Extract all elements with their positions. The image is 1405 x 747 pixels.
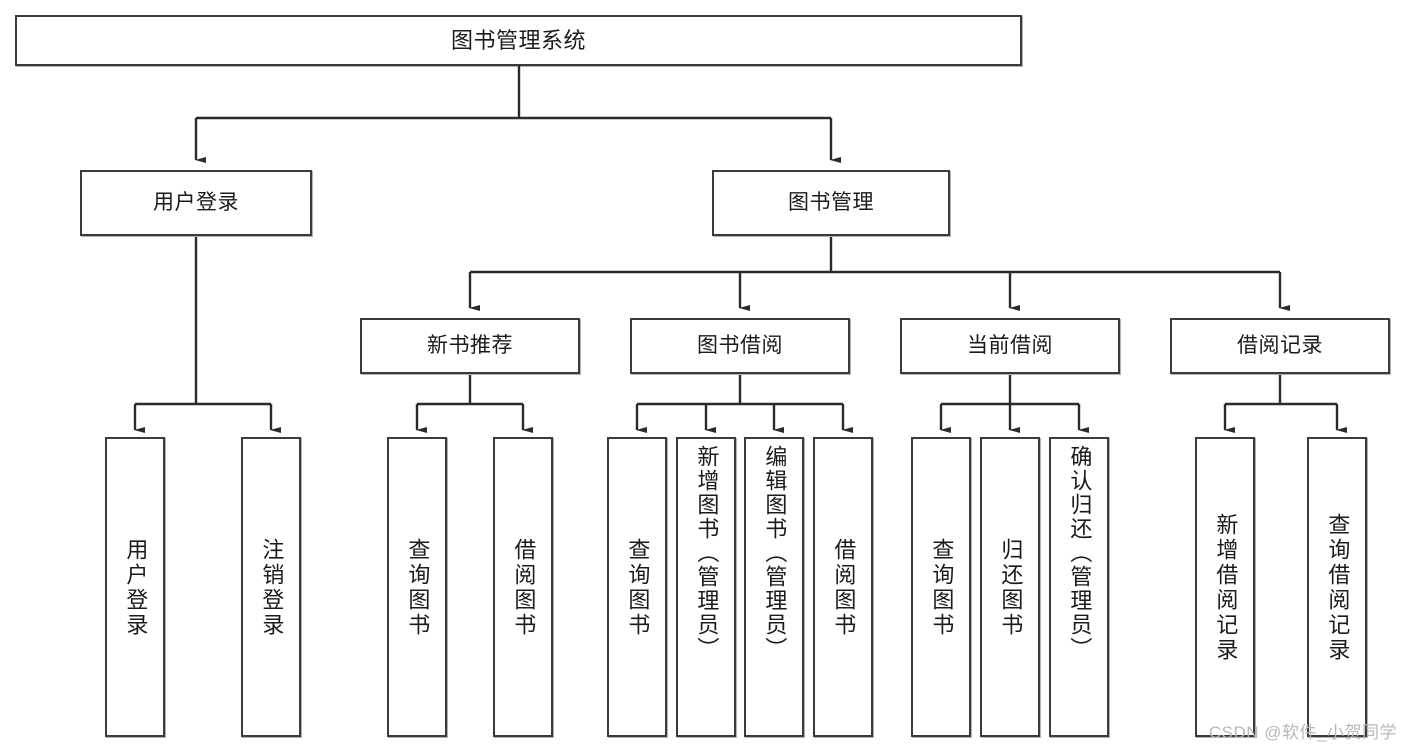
node-label: 新增图书（管理员） <box>694 445 720 661</box>
node-label: 查询借阅记录 <box>1325 513 1351 663</box>
leaf-new-book-borrow-book[interactable]: 借阅图书 <box>493 437 553 737</box>
csdn-watermark: CSDN @软件_小贺同学 <box>1208 723 1397 742</box>
node-borrow-record[interactable]: 借阅记录 <box>1170 318 1390 374</box>
leaf-logout[interactable]: 注销登录 <box>241 437 301 737</box>
node-label: 编辑图书（管理员） <box>762 445 788 661</box>
node-label: 当前借阅 <box>967 333 1053 357</box>
node-label: 用户登录 <box>123 538 149 638</box>
node-label: 查询图书 <box>405 538 431 638</box>
node-label: 注销登录 <box>259 538 285 638</box>
leaf-current-borrow-query-book[interactable]: 查询图书 <box>911 437 971 737</box>
leaf-user-login[interactable]: 用户登录 <box>105 437 165 737</box>
node-label: 查询图书 <box>625 538 651 638</box>
leaf-book-borrow-query-book[interactable]: 查询图书 <box>607 437 667 737</box>
node-root-book-management-system[interactable]: 图书管理系统 <box>15 15 1022 66</box>
leaf-borrow-record-add-record[interactable]: 新增借阅记录 <box>1195 437 1255 737</box>
node-label: 新增借阅记录 <box>1213 513 1239 663</box>
node-label: 图书管理系统 <box>450 27 586 53</box>
node-current-borrow[interactable]: 当前借阅 <box>900 318 1120 374</box>
node-label: 确认归还（管理员） <box>1067 445 1093 661</box>
node-label: 用户登录 <box>153 190 239 214</box>
node-label: 图书借阅 <box>697 333 783 357</box>
node-label: 图书管理 <box>788 190 874 214</box>
node-label: 借阅图书 <box>511 538 537 638</box>
leaf-book-borrow-edit-book-admin[interactable]: 编辑图书（管理员） <box>744 437 804 737</box>
leaf-borrow-record-query-record[interactable]: 查询借阅记录 <box>1307 437 1367 737</box>
leaf-current-borrow-return-book[interactable]: 归还图书 <box>980 437 1040 737</box>
leaf-book-borrow-borrow-book[interactable]: 借阅图书 <box>813 437 873 737</box>
leaf-new-book-query-book[interactable]: 查询图书 <box>387 437 447 737</box>
leaf-book-borrow-add-book-admin[interactable]: 新增图书（管理员） <box>676 437 736 737</box>
node-label: 归还图书 <box>998 538 1024 638</box>
leaf-current-borrow-confirm-return-admin[interactable]: 确认归还（管理员） <box>1049 437 1109 737</box>
node-book-borrow[interactable]: 图书借阅 <box>630 318 850 374</box>
node-label: 借阅图书 <box>831 538 857 638</box>
node-book-management[interactable]: 图书管理 <box>712 170 950 236</box>
node-label: 查询图书 <box>929 538 955 638</box>
node-label: 借阅记录 <box>1237 333 1323 357</box>
node-new-book-recommend[interactable]: 新书推荐 <box>360 318 580 374</box>
node-user-login[interactable]: 用户登录 <box>80 170 312 236</box>
node-label: 新书推荐 <box>427 333 513 357</box>
